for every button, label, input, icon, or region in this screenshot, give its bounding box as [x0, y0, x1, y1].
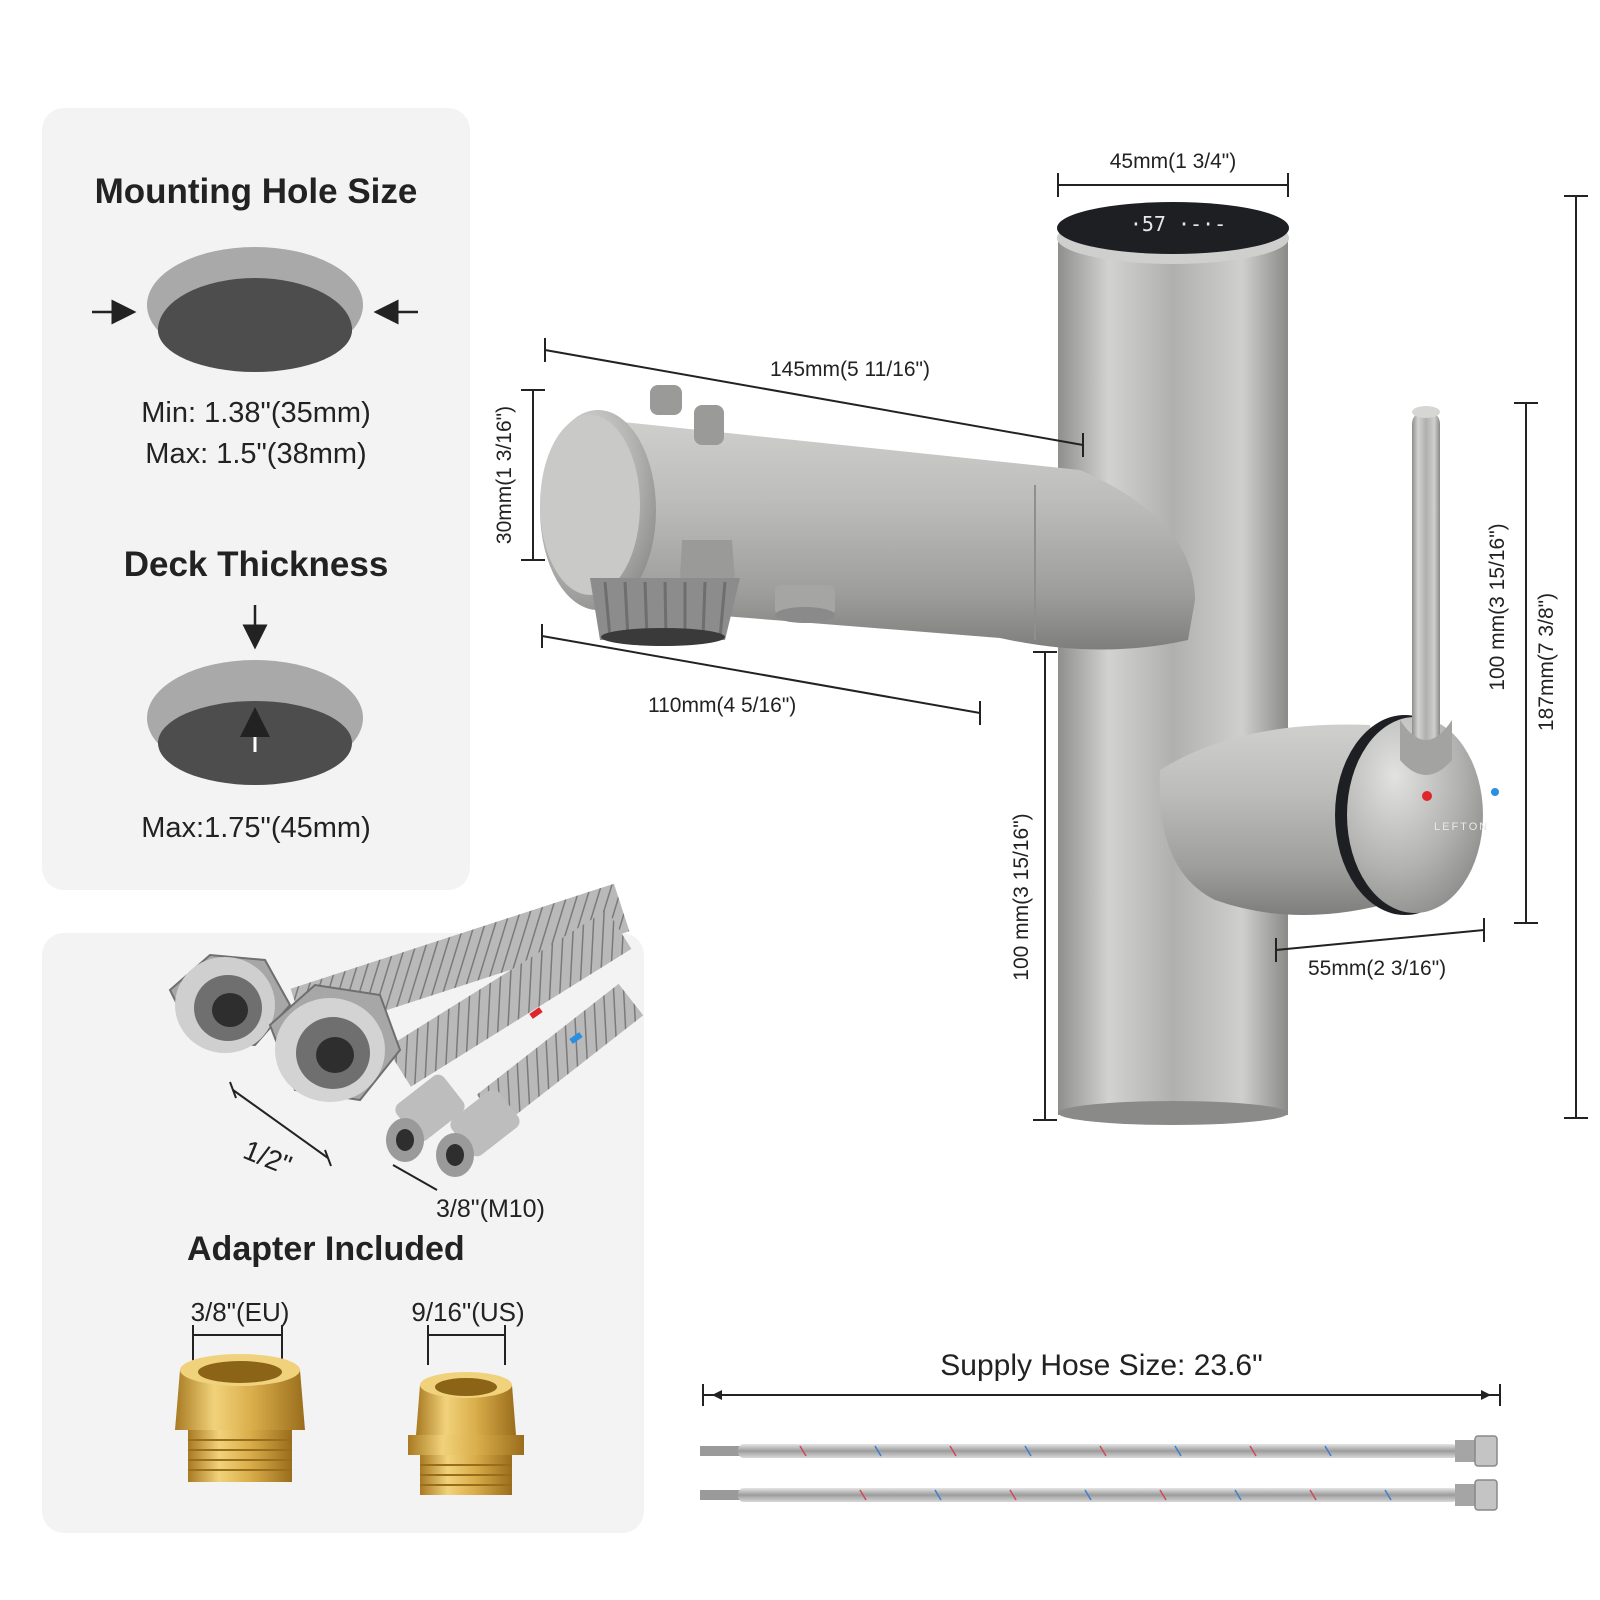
adapter-eu-label: 3/8"(EU) [190, 1297, 290, 1327]
adapter-us-illustration [408, 1325, 524, 1495]
faucet-dimension-lines [521, 173, 1588, 1121]
brand-logo: LEFTON [1434, 821, 1490, 833]
mounting-hole-diagram [92, 247, 418, 372]
faucet-illustration [540, 202, 1499, 1125]
adapter-title: Adapter Included [187, 1230, 465, 1268]
deck-thickness-title: Deck Thickness [123, 545, 389, 584]
deck-thickness-max: Max:1.75"(45mm) [141, 812, 371, 844]
supply-hoses-illustration [700, 1384, 1501, 1511]
supply-hose-label: Supply Hose Size: 23.6" [940, 1349, 1263, 1382]
mounting-hole-max: Max: 1.5"(38mm) [145, 438, 367, 470]
top-width-dimension: 45mm(1 3/4") [1109, 150, 1237, 173]
three-eighths-label: 3/8"(M10) [436, 1195, 545, 1223]
body-height-dimension: 100 mm(3 15/16") [1010, 813, 1033, 981]
faucet-display: ·57 ·-·- [1129, 212, 1227, 236]
hose-connectors-illustration [168, 883, 644, 1191]
spout-length-dimension: 145mm(5 11/16") [770, 358, 930, 381]
mounting-hole-title: Mounting Hole Size [94, 172, 418, 211]
sprayer-length-dimension: 110mm(4 5/16") [648, 694, 797, 717]
deck-thickness-diagram [147, 605, 363, 785]
total-height-dimension: 187mm(7 3/8") [1535, 592, 1558, 732]
handle-height-dimension: 100 mm(3 15/16") [1486, 523, 1509, 691]
adapter-us-label: 9/16"(US) [411, 1297, 525, 1327]
adapter-eu-illustration [175, 1325, 305, 1482]
spout-height-dimension: 30mm(1 3/16") [493, 405, 516, 545]
handle-depth-dimension: 55mm(2 3/16") [1308, 957, 1447, 980]
mounting-hole-min: Min: 1.38"(35mm) [141, 397, 371, 429]
